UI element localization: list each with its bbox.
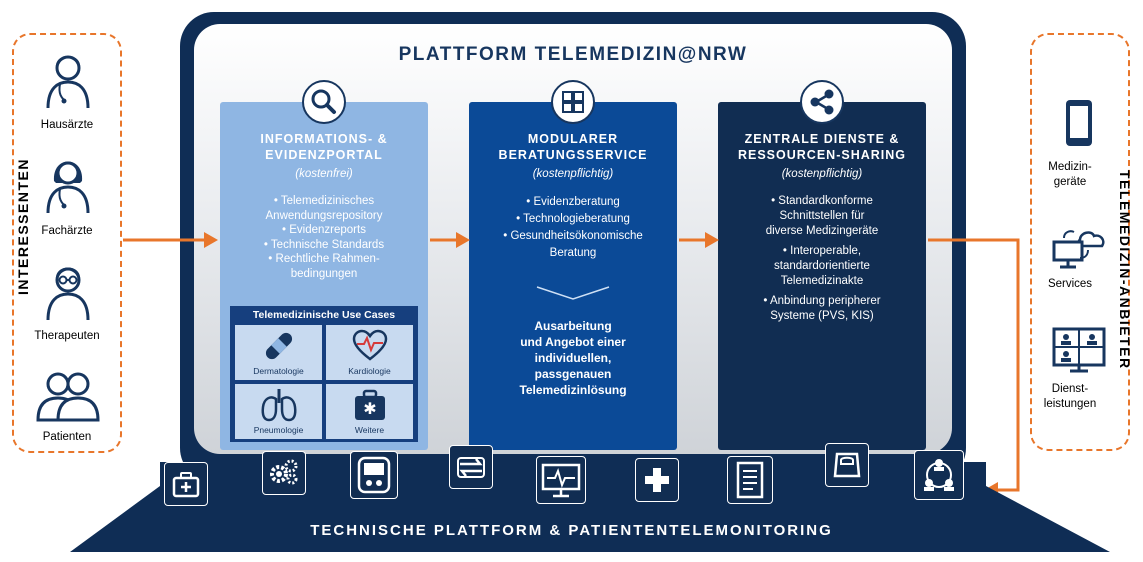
col3-item: Schnittstellen für	[779, 210, 865, 222]
provider-label-line: Services	[1047, 278, 1093, 290]
use-case-dermatologie: Dermatologie	[235, 325, 322, 380]
stakeholder-label: Patienten	[42, 431, 92, 443]
col2-summary-line: passgenauen	[534, 367, 612, 381]
col2-title-line2: BERATUNGSSERVICE	[498, 148, 648, 162]
col2-summary-line: individuellen,	[534, 351, 612, 365]
col1-item: • Technische Standards	[263, 238, 385, 251]
specialist-doctor-icon	[46, 161, 90, 214]
platform-title: PLATTFORM TELEMEDIZIN@NRW	[398, 44, 748, 65]
doctor-icon	[46, 55, 90, 109]
use-cases-title: Telemedizinische Use Cases	[252, 309, 396, 321]
puzzle-icon	[551, 80, 595, 124]
col3-item: Systeme (PVS, KIS)	[770, 310, 874, 322]
provider-medizingeraete-label: Medizin- geräte	[1030, 160, 1110, 190]
search-icon	[302, 80, 346, 124]
network-people-icon	[914, 450, 964, 500]
cloud-services-icon	[1052, 230, 1105, 269]
medical-case-icon	[164, 462, 208, 506]
col3-item: diverse Medizingeräte	[765, 225, 879, 237]
col2-item: Beratung	[549, 247, 597, 259]
col2-subtitle: (kostenpflichtig)	[532, 168, 614, 180]
use-case-label: Kardiologie	[348, 366, 391, 376]
use-case-pneumologie: Pneumologie	[235, 384, 322, 439]
col1-title-line1: INFORMATIONS- &	[260, 132, 388, 146]
provider-label-line: Dienst-	[1051, 383, 1089, 395]
gears-icon	[262, 451, 306, 495]
col1-item: Anwendungsrepository	[265, 209, 383, 222]
technical-platform-title: TECHNISCHE PLATTFORM & PATIENTENTELEMONI…	[310, 522, 833, 539]
bandage-icon	[265, 332, 293, 360]
col2-item: • Technologieberatung	[516, 213, 630, 225]
smartphone-icon	[1066, 100, 1092, 146]
medical-kit-icon: ✱	[355, 389, 385, 420]
video-consultation-icon	[1052, 327, 1106, 373]
col1-item: bedingungen	[290, 267, 358, 280]
scale-icon	[825, 443, 869, 487]
col1-item: • Telemedizinisches	[273, 195, 375, 207]
sync-icon	[449, 445, 493, 489]
central-services-column	[718, 102, 926, 450]
use-case-label: Weitere	[354, 425, 385, 435]
svg-text:✱: ✱	[363, 399, 376, 418]
col3-item: • Interoperable,	[782, 245, 862, 257]
stakeholder-label: Fachärzte	[41, 225, 93, 237]
col2-summary-line: und Angebot einer	[520, 335, 626, 349]
col3-item: • Standardkonforme	[771, 195, 873, 207]
col3-subtitle: (kostenpflichtig)	[781, 168, 863, 180]
vital-monitor-icon	[536, 456, 586, 504]
col2-title-line1: MODULARER	[527, 132, 619, 146]
col1-title-line2: EVIDENZPORTAL	[265, 148, 383, 162]
col3-item: Telemedizinakte	[780, 275, 864, 287]
col3-item: • Anbindung peripherer	[763, 295, 881, 307]
provider-dienstleistungen-label: Dienst- leistungen	[1030, 382, 1110, 412]
provider-label-line: Medizin-	[1048, 161, 1092, 173]
provider-label-line: leistungen	[1043, 398, 1097, 410]
use-case-kardiologie: Kardiologie	[326, 325, 413, 380]
col3-title-line1: ZENTRALE DIENSTE &	[744, 132, 900, 146]
chevron-down-icon	[536, 286, 610, 300]
document-icon	[727, 456, 773, 504]
stakeholder-label: Hausärzte	[40, 119, 94, 131]
col1-subtitle: (kostenfrei)	[295, 168, 353, 180]
col1-items: • Telemedizinisches Anwendungsrepository…	[220, 194, 428, 281]
use-case-weitere: ✱ Weitere	[326, 384, 413, 439]
stakeholder-label: Therapeuten	[34, 330, 100, 342]
share-icon	[800, 80, 844, 124]
consulting-service-column	[469, 102, 677, 450]
medical-cross-icon	[635, 458, 679, 502]
lungs-icon	[261, 389, 297, 422]
stakeholders-label: INTERESSENTEN	[15, 158, 31, 295]
provider-label-line: geräte	[1053, 176, 1087, 188]
col3-item: standardorientierte	[774, 260, 870, 272]
col2-items: • Evidenzberatung • Technologieberatung …	[469, 194, 677, 262]
col1-item: • Evidenzreports	[282, 224, 366, 236]
therapist-icon	[46, 267, 90, 321]
use-case-label: Pneumologie	[253, 425, 304, 435]
col2-summary: Ausarbeitung und Angebot einer individue…	[469, 318, 677, 398]
col2-summary-line: Telemedizinlösung	[519, 383, 627, 397]
use-case-label: Dermatologie	[253, 366, 304, 376]
col3-title-line2: RESSOURCEN-SHARING	[737, 148, 906, 162]
heart-rate-icon	[352, 329, 388, 361]
col2-item: • Evidenzberatung	[526, 196, 620, 208]
col2-item: • Gesundheitsökonomische	[503, 230, 643, 242]
patients-icon	[36, 372, 100, 422]
col3-items: • Standardkonforme Schnittstellen für di…	[718, 194, 926, 324]
providers-label: TELEMEDIZIN-ANBIETER	[1117, 170, 1133, 370]
blood-pressure-monitor-icon	[350, 451, 398, 499]
providers-bracket	[1030, 33, 1130, 451]
col1-item: • Rechtliche Rahmen-	[268, 253, 380, 265]
col2-summary-line: Ausarbeitung	[534, 319, 612, 333]
stakeholders-bracket	[12, 33, 122, 453]
